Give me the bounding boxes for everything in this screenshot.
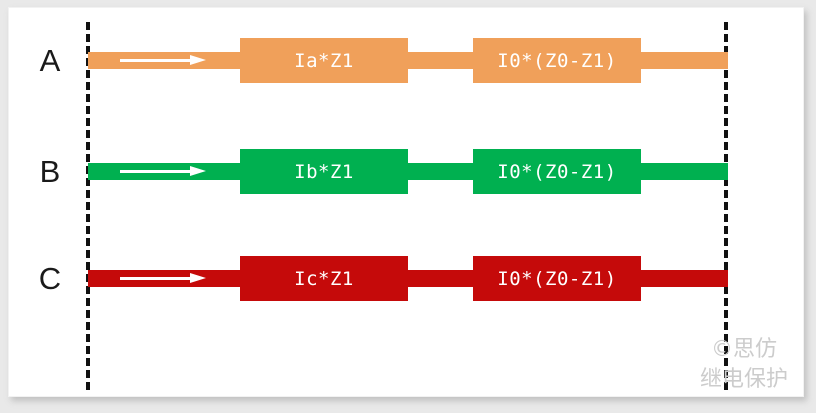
phase-c-segment-3 xyxy=(641,270,728,287)
phase-label-c: C xyxy=(38,261,62,296)
phase-a-segment-3 xyxy=(641,52,728,69)
phase-c-segment-2 xyxy=(408,270,473,287)
phase-a-block-i0z0z1: I0*(Z0-Z1) xyxy=(473,38,641,83)
watermark: ©思仿 继电保护 xyxy=(700,335,788,395)
phase-b-block-i0z0z1: I0*(Z0-Z1) xyxy=(473,149,641,194)
phase-a-segment-2 xyxy=(408,52,473,69)
right-dashed-reference-line xyxy=(724,22,728,390)
phase-b-segment-3 xyxy=(641,163,728,180)
phase-a-segment-1 xyxy=(88,52,240,69)
phase-label-b: B xyxy=(39,154,61,189)
phase-b-block-ibz1: Ib*Z1 xyxy=(240,149,408,194)
phase-a-block-i0z0z1-label: I0*(Z0-Z1) xyxy=(497,49,617,72)
phase-row-b: B Ib*Z1 I0*(Z0-Z1) xyxy=(0,139,816,229)
phase-b-block-i0z0z1-label: I0*(Z0-Z1) xyxy=(497,160,617,183)
phase-c-block-i0z0z1: I0*(Z0-Z1) xyxy=(473,256,641,301)
phase-c-block-icz1: Ic*Z1 xyxy=(240,256,408,301)
watermark-line-2: 继电保护 xyxy=(699,367,788,392)
phase-b-segment-2 xyxy=(408,163,473,180)
phase-b-block-ibz1-label: Ib*Z1 xyxy=(294,160,354,183)
phase-a-block-iaz1: Ia*Z1 xyxy=(240,38,408,83)
phase-c-block-i0z0z1-label: I0*(Z0-Z1) xyxy=(497,267,617,290)
phase-c-block-icz1-label: Ic*Z1 xyxy=(294,267,354,290)
phase-b-segment-1 xyxy=(88,163,240,180)
phase-row-c: C Ic*Z1 I0*(Z0-Z1) xyxy=(0,246,816,336)
phase-c-segment-1 xyxy=(88,270,240,287)
phase-label-a: A xyxy=(39,43,61,78)
phase-row-a: A Ia*Z1 I0*(Z0-Z1) xyxy=(0,28,816,118)
watermark-line-1: ©思仿 xyxy=(710,337,777,362)
phase-a-block-iaz1-label: Ia*Z1 xyxy=(294,49,354,72)
left-dashed-reference-line xyxy=(86,22,90,390)
